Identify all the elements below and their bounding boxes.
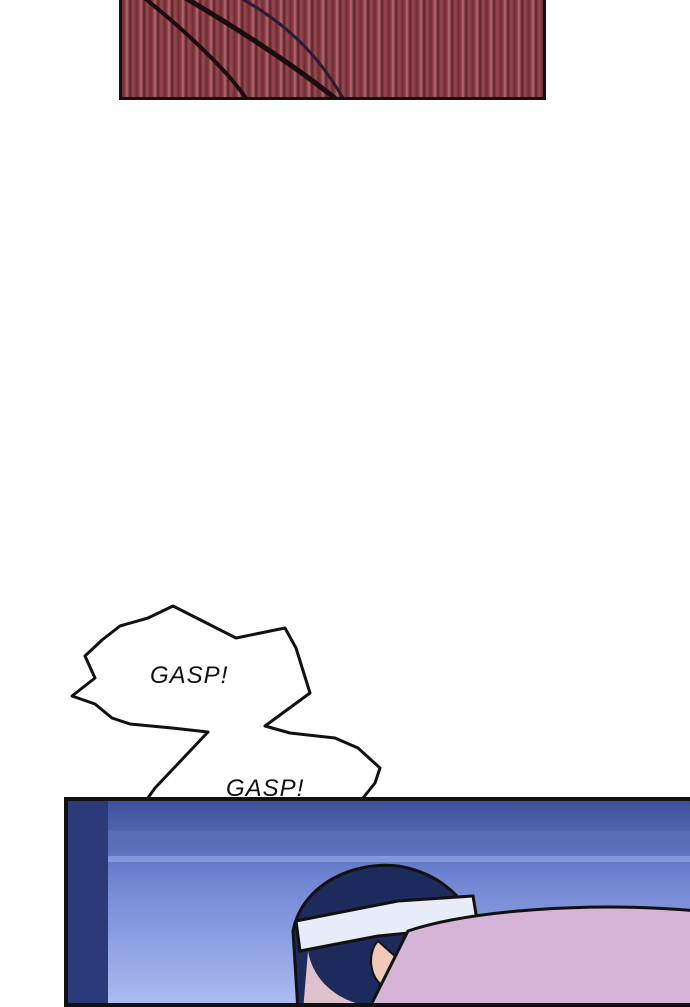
gasp-text-1: GASP! [150,662,229,689]
panel-curves [143,0,344,97]
character-illustration [68,801,690,1003]
top-panel-striped-art [119,0,546,100]
bottom-panel-character-art [64,797,690,1007]
